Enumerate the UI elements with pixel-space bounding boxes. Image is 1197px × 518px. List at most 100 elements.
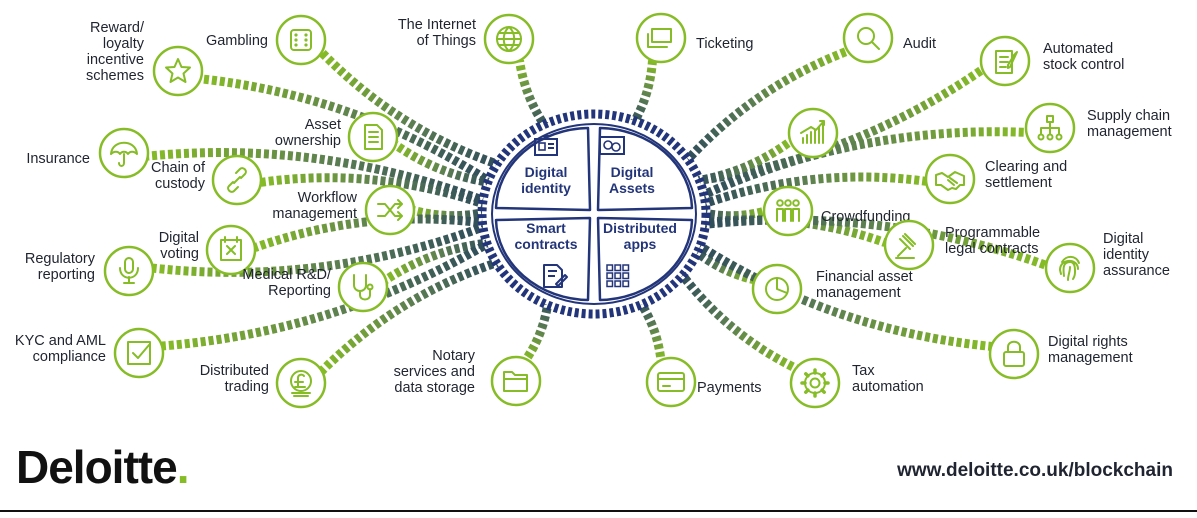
use-case-label: Medical R&D/ (242, 267, 332, 283)
use-case-label: Digital rights (1048, 334, 1128, 350)
use-case-label: Chain of (151, 160, 206, 176)
use-case-label: Automated (1043, 41, 1113, 57)
shuffle-icon (377, 199, 403, 221)
use-case-label: Programmable (945, 225, 1040, 241)
use-case-label: Digital (1103, 231, 1143, 247)
use-case-label: management (272, 206, 357, 222)
document-pen-icon (543, 264, 568, 288)
use-case-label: Financial asset (816, 269, 913, 285)
use-case-label: automation (852, 379, 924, 395)
hub-label-line: Digital (525, 164, 568, 180)
use-case-audit[interactable]: Audit (842, 12, 936, 64)
use-case-ticketing[interactable]: Ticketing (635, 12, 753, 64)
website-url[interactable]: www.deloitte.co.uk/blockchain (897, 460, 1173, 481)
people-icon (776, 199, 800, 222)
use-case-medical-rd[interactable]: Medical R&D/Reporting (242, 261, 389, 313)
use-case-label: Clearing and (985, 159, 1067, 175)
use-case-label: custody (155, 176, 206, 192)
microphone-icon (119, 257, 139, 284)
use-case-payments[interactable]: Payments (645, 356, 761, 408)
umbrella-icon (110, 141, 138, 167)
deloitte-logo: Deloitte. (16, 440, 190, 494)
use-case-label: legal contracts (945, 241, 1039, 257)
use-case-label: incentive (87, 52, 144, 68)
use-case-label: Workflow (298, 190, 358, 206)
hub-label-line: Digital (611, 164, 654, 180)
use-case-growth[interactable] (787, 107, 839, 159)
use-case-label: of Things (417, 33, 476, 49)
hub-label-line: identity (521, 180, 571, 196)
hierarchy-icon (1037, 115, 1063, 141)
use-case-label: reporting (38, 267, 95, 283)
logo-dot: . (176, 441, 190, 493)
use-case-label: The Internet (398, 17, 476, 33)
use-case-gambling[interactable]: Gambling (206, 14, 327, 66)
handshake-icon (935, 171, 965, 191)
use-case-insurance[interactable]: Insurance (26, 127, 150, 179)
document-icon (364, 124, 383, 150)
gavel-icon (895, 233, 916, 259)
use-case-label: management (816, 285, 901, 301)
bottom-divider (0, 510, 1197, 512)
fingerprint-icon (1059, 255, 1080, 281)
use-case-label: Gambling (206, 33, 268, 49)
id-card-icon (534, 135, 558, 156)
use-case-label: data storage (394, 380, 475, 396)
magnifier-icon (857, 27, 880, 50)
use-case-label: settlement (985, 175, 1052, 191)
ballot-icon (220, 236, 242, 261)
use-case-label: trading (225, 379, 269, 395)
use-case-label: Supply chain (1087, 108, 1170, 124)
use-case-label: Crowdfunding (821, 209, 910, 225)
use-case-label: Reporting (268, 283, 331, 299)
globe-icon (496, 26, 522, 52)
use-case-label: Regulatory (25, 251, 96, 267)
use-case-label: identity (1103, 247, 1150, 263)
use-case-label: ownership (275, 133, 341, 149)
coins-screen-icon (599, 136, 625, 155)
gear-icon (800, 368, 830, 398)
use-case-label: KYC and AML (15, 333, 106, 349)
card-icon (657, 372, 685, 392)
padlock-icon (1003, 340, 1025, 367)
use-case-label: Audit (903, 36, 936, 52)
use-case-label: Notary (432, 348, 475, 364)
app-grid-icon (606, 264, 630, 288)
checkbox-icon (127, 341, 151, 365)
use-case-label: Asset (305, 117, 341, 133)
clipboard-icon (995, 50, 1018, 74)
link-icon (227, 167, 247, 193)
hub-label-line: Distributed (603, 220, 677, 236)
use-case-label: Distributed (200, 363, 269, 379)
use-case-label: management (1087, 124, 1172, 140)
pound-coin-icon (290, 370, 312, 397)
use-case-label: loyalty (103, 36, 145, 52)
use-case-label: stock control (1043, 57, 1124, 73)
logo-text: Deloitte (16, 441, 178, 493)
use-case-label: services and (394, 364, 475, 380)
use-case-crowdfunding[interactable]: Crowdfunding (762, 185, 910, 237)
